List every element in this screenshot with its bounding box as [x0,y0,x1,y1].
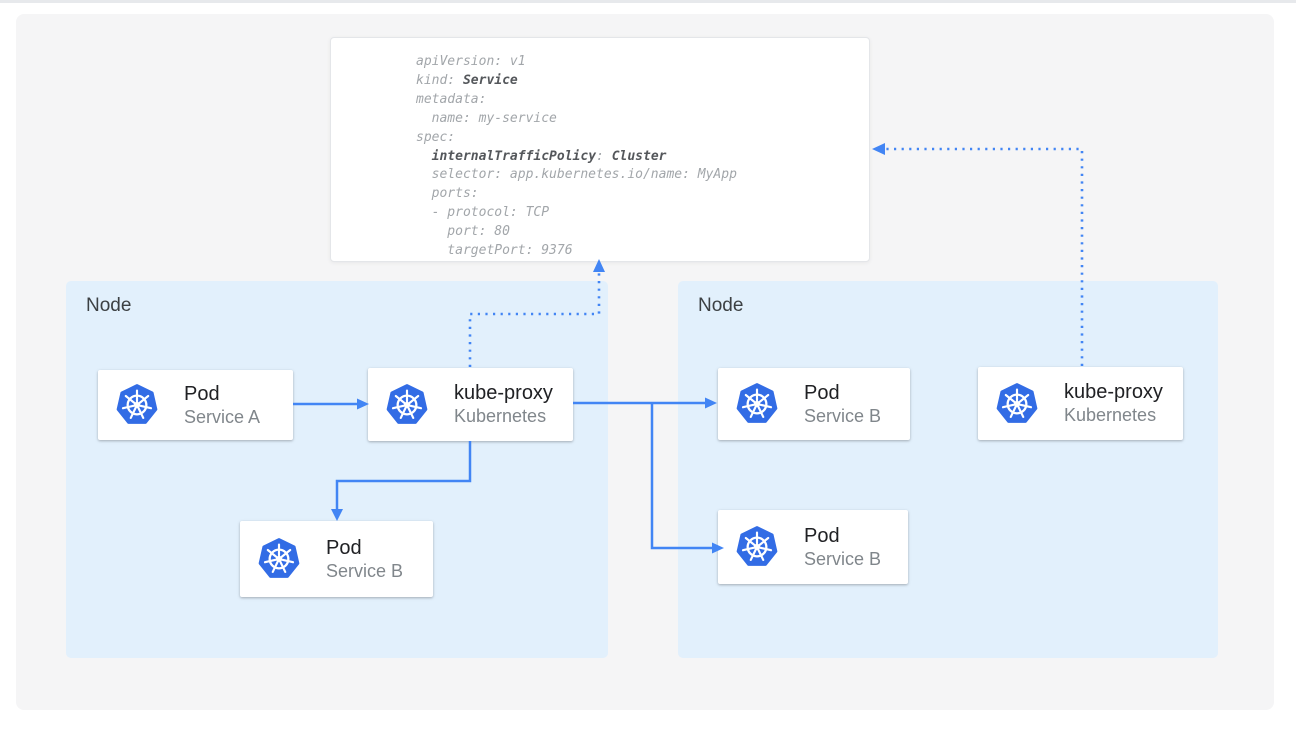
code-line: name: my-service [416,110,557,126]
card-title: kube-proxy [1064,381,1163,403]
code-line: internalTrafficPolicy: Cluster [431,148,667,164]
card-title: Pod [326,536,362,559]
node-label: Node [698,295,744,316]
code-line: apiVersion: v1 [416,54,526,69]
card-title: Pod [804,381,840,404]
node-right-panel: Node [678,281,1218,658]
card-subtitle: Kubernetes [1064,405,1157,425]
card-subtitle: Service A [184,406,261,427]
card-title: Pod [184,382,220,405]
pod-service-b-right-bottom-card: Pod Service B [718,510,908,584]
kubernetes-icon [386,383,428,424]
card-subtitle: Service B [804,405,882,426]
pod-service-b-right-top-card: Pod Service B [718,368,910,440]
node-label: Node [86,295,132,316]
kube-proxy-right-card: kube-proxy Kubernetes [978,367,1183,440]
code-line: port: 80 [416,224,510,240]
card-subtitle: Kubernetes [454,406,547,426]
code-line: ports: [416,186,479,202]
code-line: metadata: [416,91,487,107]
code-line: - protocol: TCP [416,205,550,221]
card-subtitle: Service B [326,560,404,581]
pod-service-a-card: Pod Service A [98,370,293,440]
code-line: kind: Service [416,72,518,88]
service-manifest-card: apiVersion: v1 kind: Service metadata: n… [330,37,870,262]
kubernetes-icon [258,538,300,578]
kubernetes-icon [736,383,778,423]
code-line: targetPort: 9376 [416,243,573,259]
kubernetes-icon [996,382,1038,423]
top-divider [0,0,1296,3]
card-title: kube-proxy [454,382,553,404]
card-title: Pod [804,524,840,547]
kubernetes-icon [736,526,778,566]
kube-proxy-left-card: kube-proxy Kubernetes [368,368,573,441]
card-subtitle: Service B [804,548,882,569]
code-line: spec: [416,129,456,145]
code-line: selector: app.kubernetes.io/name: MyApp [416,167,737,183]
node-left-panel: Node [66,281,608,658]
kubernetes-icon [116,384,158,424]
service-manifest-code: apiVersion: v1 kind: Service metadata: n… [331,38,869,261]
pod-service-b-left-card: Pod Service B [240,521,433,597]
